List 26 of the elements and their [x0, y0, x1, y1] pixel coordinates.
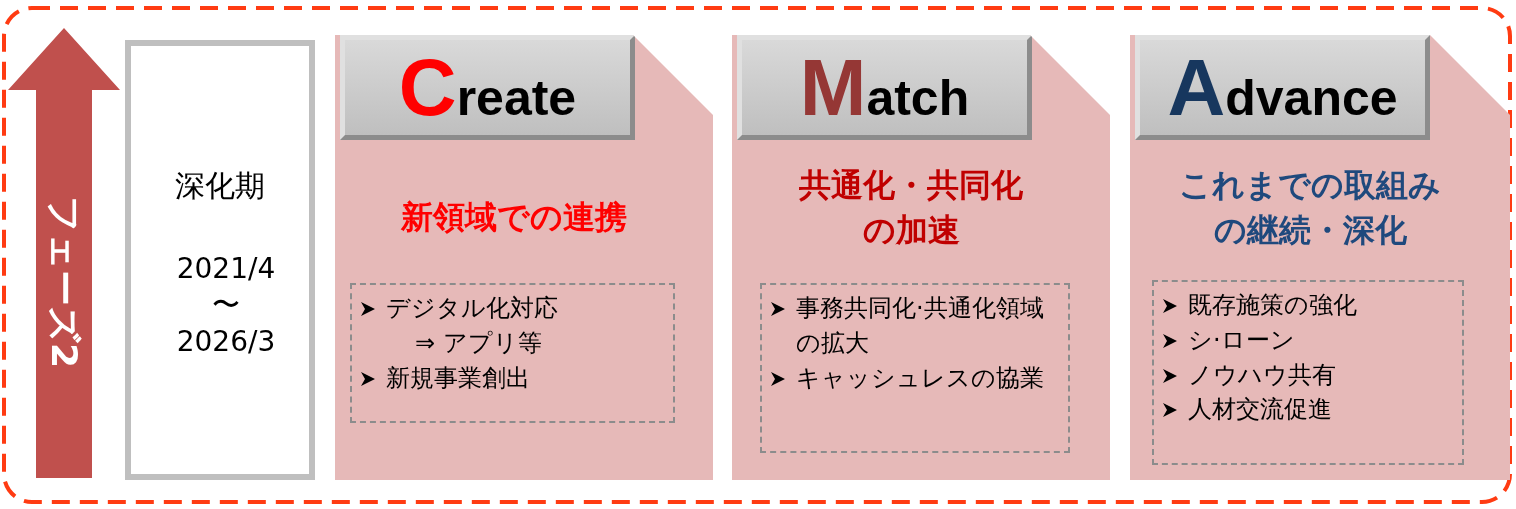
header-plate: Advance: [1135, 35, 1430, 140]
list-item: シ·ローン: [1188, 324, 1295, 356]
dashed-list-box: [1152, 280, 1464, 465]
up-arrow: [8, 28, 120, 478]
list-item: 人材交流促進: [1188, 394, 1332, 426]
header-plate: Create: [340, 35, 635, 140]
list-item: ⇒ アプリ等: [415, 327, 542, 359]
list-item: デジタル化対応: [386, 293, 558, 324]
date-range: 2021/4 〜 2026/3: [175, 251, 277, 360]
folded-card: [1130, 35, 1510, 480]
list-item: 事務共同化·共通化領域の拡大: [796, 293, 1045, 359]
phase-label: フェーズ2: [43, 194, 86, 371]
list-item: ノウハウ共有: [1188, 359, 1336, 391]
period-box: [125, 40, 315, 480]
period-name: 深化期: [174, 167, 266, 205]
list-item: 新規事業創出: [386, 362, 530, 394]
dashed-list-box: [760, 283, 1070, 453]
dashed-list-box: [350, 283, 675, 423]
folded-card: [732, 35, 1110, 480]
card-subtitle: 共通化・共同化の加速: [798, 165, 1024, 251]
card-subtitle: 新領域での連携: [400, 197, 628, 238]
card-subtitle: これまでの取組みの継続・深化: [1178, 165, 1442, 251]
list-item: キャッシュレスの協業: [796, 362, 1044, 394]
header-plate: Match: [737, 35, 1032, 140]
list-item: 既存施策の強化: [1188, 290, 1357, 321]
folded-card: [335, 35, 713, 480]
